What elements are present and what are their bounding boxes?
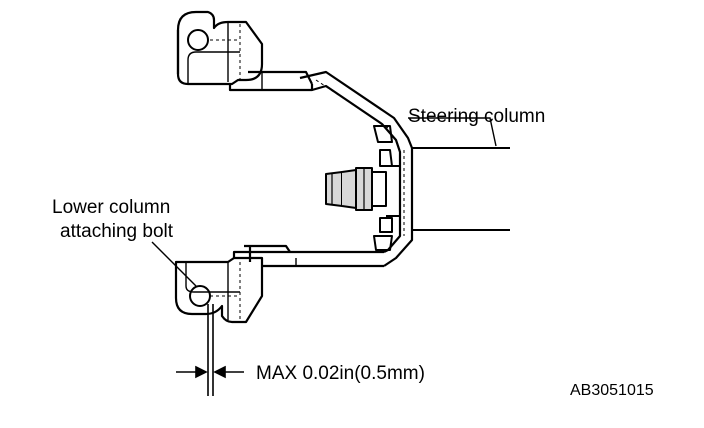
steering-column-leader [408, 117, 497, 147]
lower-column-label-line1: Lower column [52, 197, 170, 218]
figure-code-label: AB3051015 [570, 382, 654, 399]
max-clearance-label: MAX 0.02in(0.5mm) [256, 363, 425, 384]
steering-column-tube [412, 147, 510, 231]
lower-column-label-line2: attaching bolt [60, 221, 174, 242]
upper-yoke-bracket [176, 10, 264, 86]
steering-column-label: Steering column [408, 106, 545, 127]
lower-yoke-bracket [174, 244, 291, 324]
lower-flange [232, 250, 384, 268]
upper-bolt [187, 29, 209, 51]
max-clearance-dimension [176, 304, 244, 396]
inner-retainer [373, 125, 401, 251]
center-shaft-coupling [325, 167, 387, 211]
lower-column-attaching-bolt [189, 285, 211, 307]
upper-flange [228, 70, 314, 92]
lower-bolt-leader [151, 241, 197, 287]
